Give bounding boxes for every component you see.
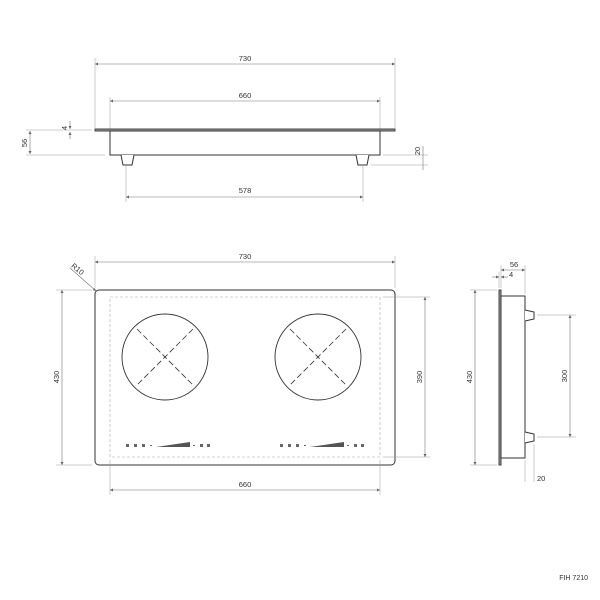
- side-view: 56 4 430 300 20: [465, 260, 576, 483]
- dim-label-660: 660: [239, 480, 252, 489]
- dim-label-4: 4: [60, 126, 69, 130]
- top-view: 730 660 578 56 4 20: [20, 54, 428, 202]
- dim-label-730: 730: [239, 54, 252, 63]
- burner-left: [121, 313, 209, 401]
- dim-label-430: 430: [465, 371, 474, 384]
- burner-right: [274, 313, 362, 401]
- dim-label-730: 730: [239, 252, 252, 261]
- foot: [120, 154, 135, 166]
- hob-body-side: [500, 295, 526, 459]
- dim-label-20: 20: [413, 147, 422, 155]
- dim-label-56: 56: [510, 260, 518, 269]
- cutout-outline: [109, 296, 381, 458]
- dim-label-56: 56: [20, 139, 29, 147]
- radius-label: R10: [69, 261, 85, 277]
- foot: [524, 431, 535, 444]
- dim-label-430: 430: [52, 371, 61, 384]
- front-view: 730 R10 430 390: [52, 252, 430, 495]
- glass-panel: [94, 289, 396, 466]
- dim-label-300: 300: [560, 370, 569, 383]
- dim-label-578: 578: [239, 186, 252, 195]
- model-number: FIH 7210: [559, 575, 588, 582]
- dim-label-390: 390: [415, 371, 424, 384]
- control-panel-left: [126, 442, 210, 447]
- dim-label-660: 660: [239, 91, 252, 100]
- control-panel-right: [280, 442, 364, 447]
- foot: [524, 309, 535, 322]
- dim-label-4: 4: [509, 270, 513, 279]
- dim-label-20: 20: [537, 474, 545, 483]
- foot: [355, 154, 370, 166]
- hob-body: [109, 130, 381, 156]
